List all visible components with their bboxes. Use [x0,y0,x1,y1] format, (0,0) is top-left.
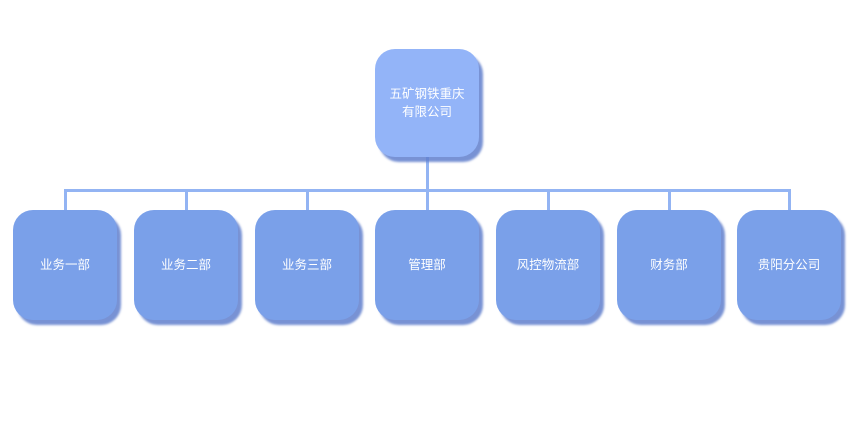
org-node-label: 财务部 [650,256,688,272]
connector-stub [64,189,67,211]
connector-stub [185,189,188,211]
org-node-dept-4[interactable]: 管理部 [375,210,479,320]
connector-root-drop [426,155,429,190]
org-node-dept-5[interactable]: 风控物流部 [496,210,600,320]
org-node-label: 风控物流部 [516,256,580,272]
org-node-dept-3[interactable]: 业务三部 [255,210,359,320]
org-node-label: 业务二部 [160,256,211,272]
org-node-label: 管理部 [408,256,446,272]
connector-stub [788,189,791,211]
org-node-dept-2[interactable]: 业务二部 [134,210,238,320]
org-node-label: 业务三部 [281,256,332,272]
org-node-root-label: 五矿钢铁重庆 有限公司 [389,85,465,119]
connector-stub [426,189,429,211]
org-node-root[interactable]: 五矿钢铁重庆 有限公司 [375,49,479,157]
org-node-label: 业务一部 [39,256,90,272]
org-node-dept-7[interactable]: 贵阳分公司 [737,210,841,320]
org-node-dept-6[interactable]: 财务部 [617,210,721,320]
connector-stub [668,189,671,211]
connector-stub [306,189,309,211]
connector-stub [547,189,550,211]
org-node-dept-1[interactable]: 业务一部 [13,210,117,320]
org-node-label: 贵阳分公司 [757,256,821,272]
